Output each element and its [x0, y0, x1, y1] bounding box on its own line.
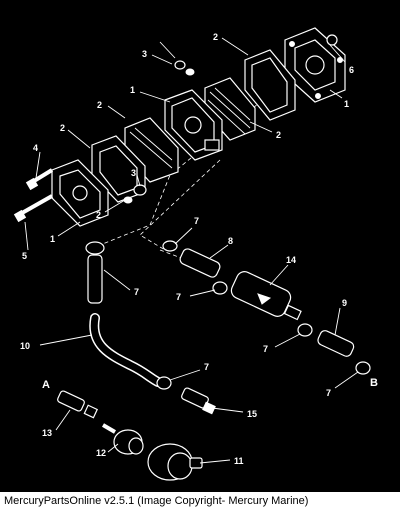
primer-bulb [147, 443, 203, 481]
callout-12: 12 [96, 448, 106, 458]
screw-short [25, 168, 54, 191]
hose-clamp-filter-inlet [212, 281, 228, 295]
short-hose-vertical [87, 254, 103, 304]
primer-valve [101, 423, 144, 455]
o-ring-seal [326, 34, 338, 46]
callout-6: 6 [349, 65, 354, 75]
fuel-pump-cover-top [284, 27, 346, 103]
callout-3-lower: 3 [131, 168, 136, 178]
hose-clamp-mid-top [162, 240, 178, 252]
callout-9: 9 [342, 298, 347, 308]
callout-7-vertical-hose: 7 [134, 287, 139, 297]
callout-15: 15 [247, 409, 257, 419]
callout-2-mid-right: 2 [276, 130, 281, 140]
callout-13: 13 [42, 428, 52, 438]
callout-4: 4 [33, 143, 38, 153]
callout-1-bottom: 1 [50, 234, 55, 244]
connection-label-a: A [42, 379, 50, 391]
callout-1-top: 1 [344, 99, 349, 109]
callout-2-upper: 2 [97, 100, 102, 110]
callout-7-mid-top: 7 [194, 216, 199, 226]
callout-7-filter-inlet: 7 [176, 292, 181, 302]
connection-label-b: B [370, 377, 378, 389]
fuel-fitting [181, 387, 216, 415]
hose-clamp-lower [156, 376, 172, 390]
callout-5: 5 [22, 251, 27, 261]
fuel-pump-cover-bottom [51, 159, 109, 227]
callout-14: 14 [286, 255, 296, 265]
screw-long [13, 194, 53, 223]
callout-10: 10 [20, 341, 30, 351]
hose-connector [57, 390, 99, 419]
inline-fuel-filter [230, 271, 302, 321]
callout-1-body: 1 [130, 85, 135, 95]
fuel-pump-body [164, 89, 223, 161]
gasket-left [91, 135, 146, 203]
hose-clamp-b-side [355, 361, 371, 375]
fuel-hose-segment-9 [317, 330, 355, 357]
callout-7-filter-outlet: 7 [263, 344, 268, 354]
callout-2-top-right: 2 [213, 32, 218, 42]
hose-clamp-filter-outlet [297, 323, 313, 337]
fuel-hose-long [89, 313, 163, 387]
callout-11: 11 [234, 456, 244, 466]
callout-8: 8 [228, 236, 233, 246]
fuel-hose-segment-8 [179, 248, 221, 278]
callout-3-upper: 3 [142, 49, 147, 59]
callout-2-left: 2 [60, 123, 65, 133]
callout-7-lower: 7 [204, 362, 209, 372]
callout-2-lower: 2 [96, 210, 101, 220]
parts-diagram: 1 1 1 2 2 2 2 2 3 3 4 5 6 7 7 7 7 7 7 8 … [13, 27, 378, 481]
hose-clamp-upper [85, 241, 105, 255]
gasket-top-right [244, 49, 296, 121]
copyright-caption: MercuryPartsOnline v2.5.1 (Image Copyrig… [0, 492, 400, 510]
callout-7-b-side: 7 [326, 388, 331, 398]
check-valve-upper [174, 60, 195, 76]
